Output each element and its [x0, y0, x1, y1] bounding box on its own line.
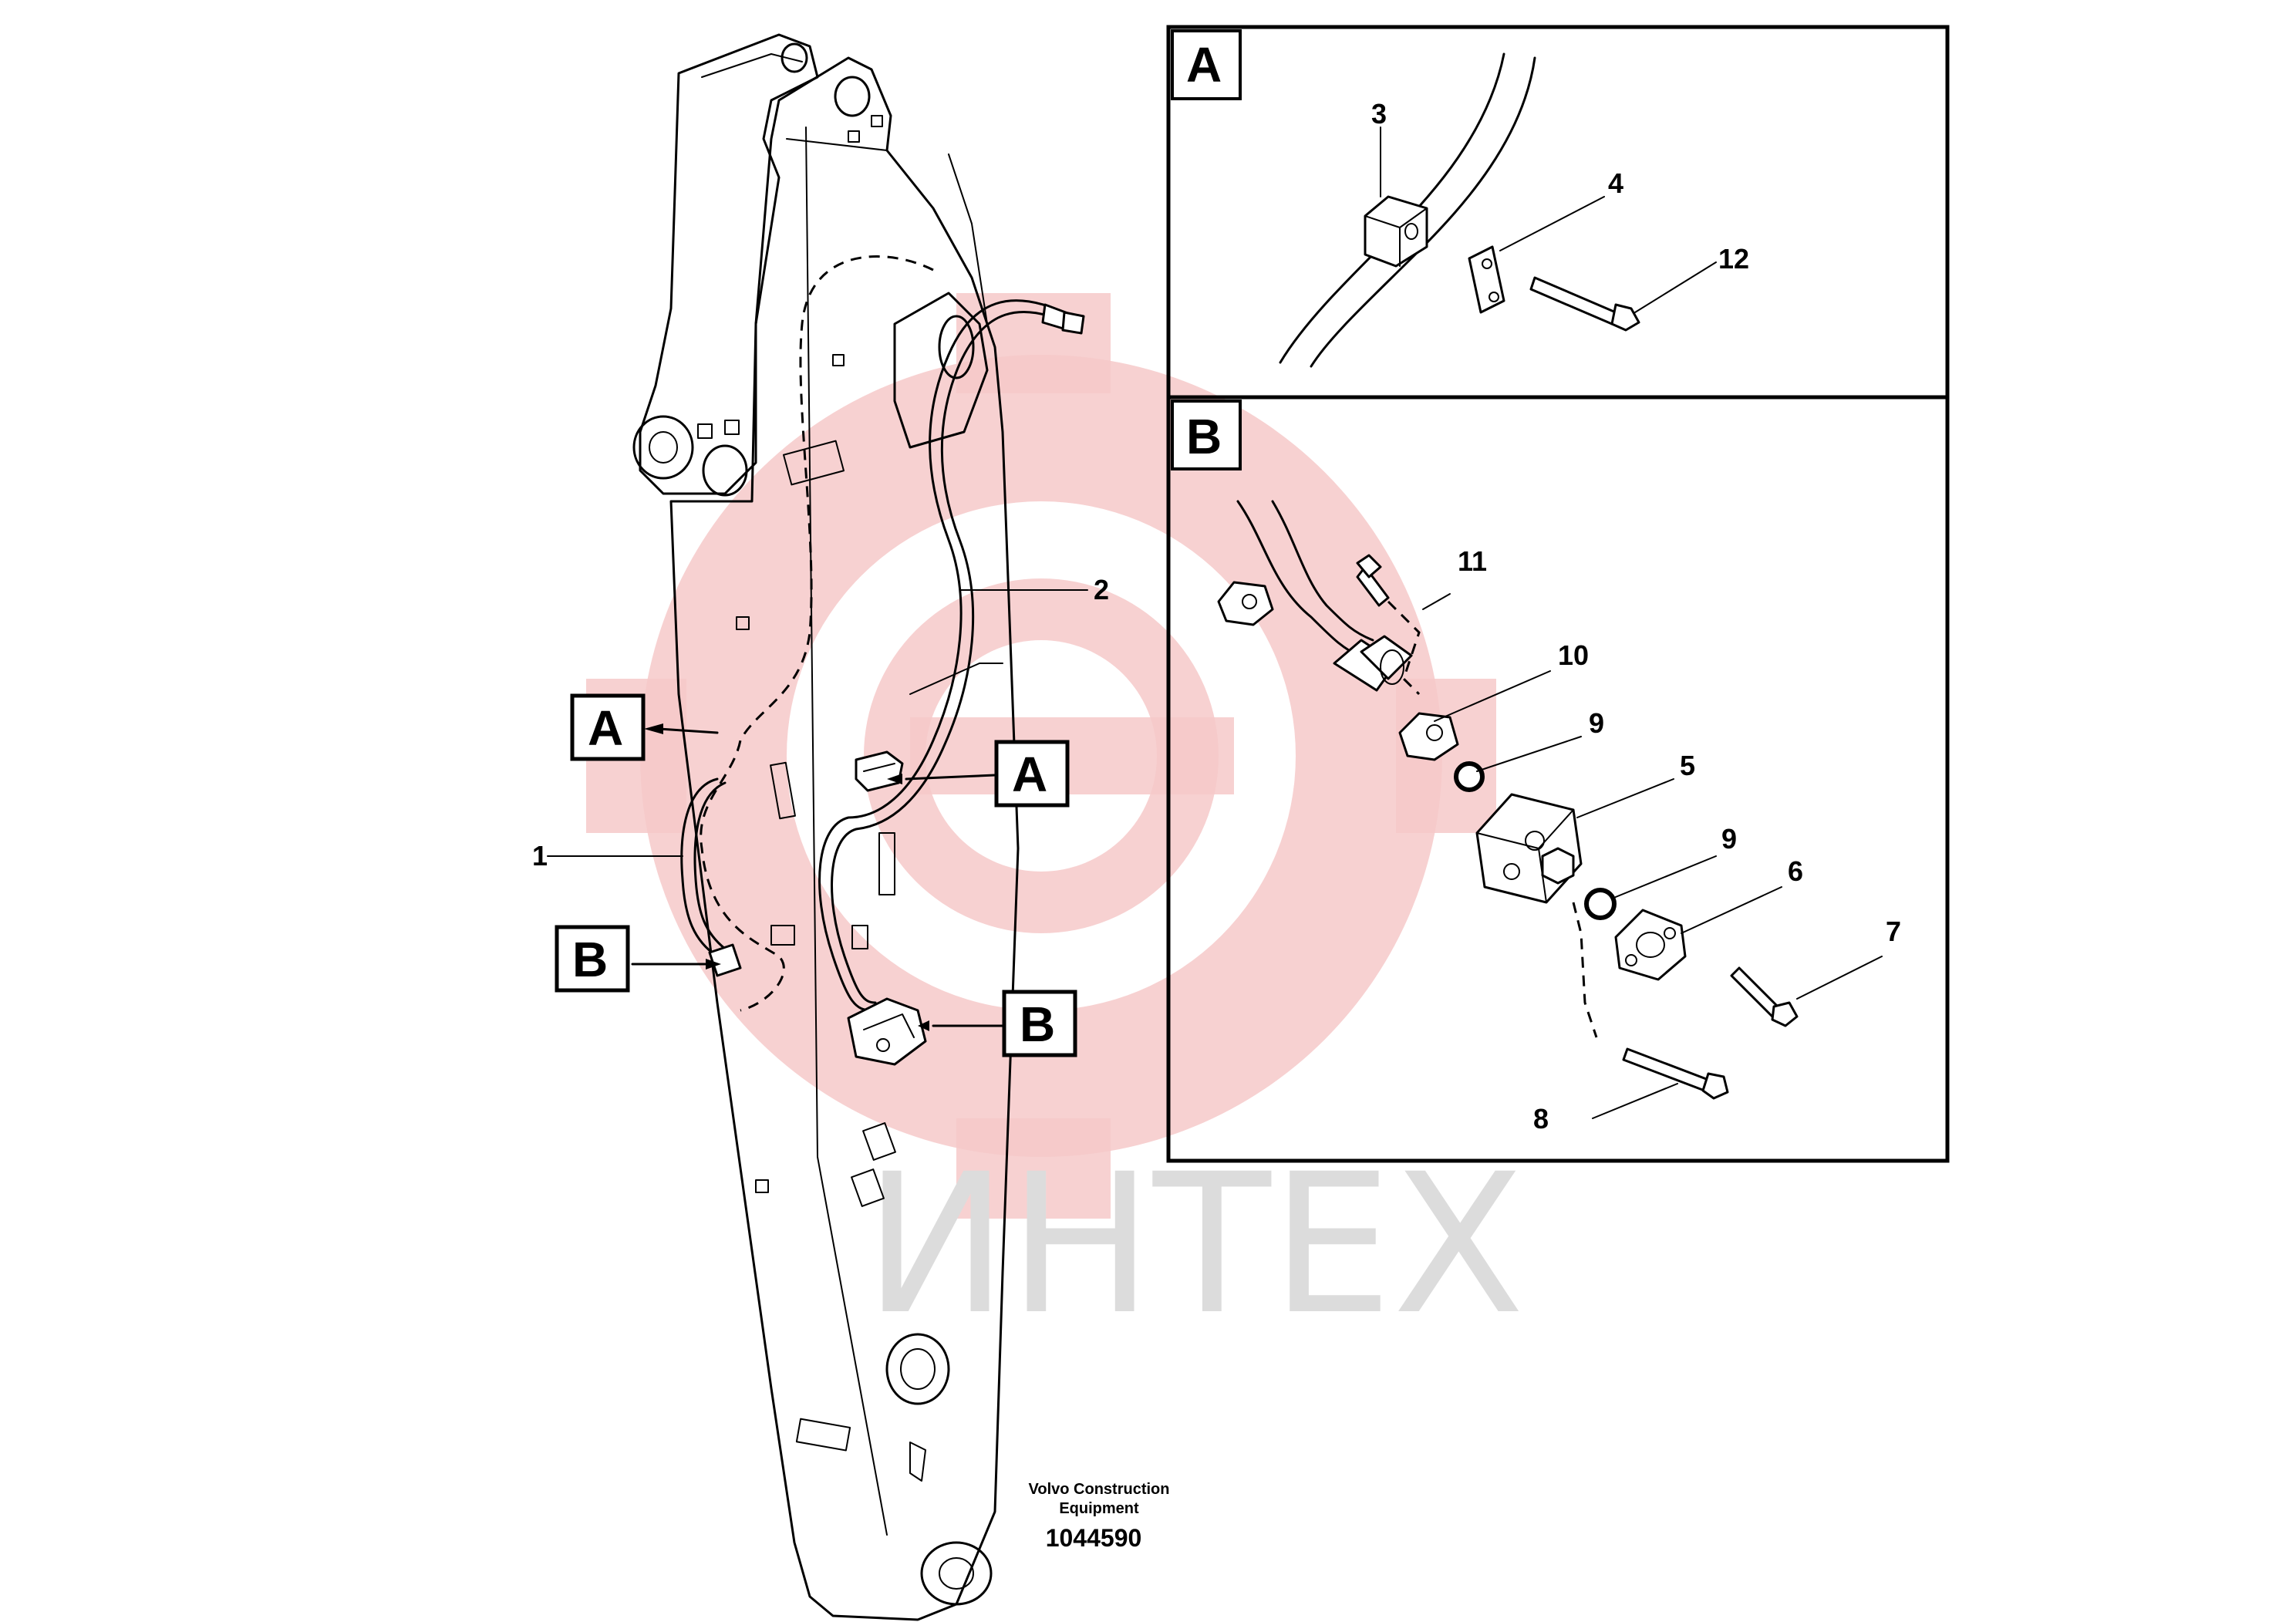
oring-part-9-lower: [1584, 888, 1617, 920]
block-part-5: [1475, 793, 1583, 904]
callout-9-lower: 9: [1721, 823, 1737, 855]
split-flange-half-loose: [1217, 581, 1274, 626]
detail-a-title: A: [1171, 29, 1242, 100]
leader-4: [1499, 196, 1605, 251]
section-label-b-right: B: [1002, 990, 1077, 1057]
leader-8: [1592, 1083, 1678, 1119]
section-label-b-left: B: [555, 925, 630, 993]
pointer-b-right: [918, 1020, 1004, 1031]
boom-drawing: [632, 33, 1020, 1621]
credit-line-1: Volvo Construction: [1029, 1481, 1170, 1498]
leader-6: [1681, 886, 1782, 934]
section-label-a-left: A: [570, 693, 646, 761]
watermark-text: ИНТЕХ: [864, 1132, 1525, 1357]
detail-panel: A B 3 4 12: [1166, 25, 1950, 1163]
callout-8: 8: [1533, 1103, 1549, 1135]
detail-b-title: B: [1171, 400, 1242, 470]
callout-7: 7: [1886, 916, 1901, 947]
leader-12: [1634, 261, 1717, 313]
leader-10: [1434, 670, 1551, 722]
credit-line-2: Equipment: [1059, 1500, 1139, 1517]
hose-2: [818, 299, 1085, 1012]
bolt-part-12: [1529, 276, 1640, 332]
section-label-a-right: A: [994, 740, 1070, 808]
callout-2: 2: [1094, 574, 1109, 605]
pointer-a-left: [644, 723, 719, 734]
clamp-a-on-boom: [855, 750, 904, 792]
bolt-part-8: [1572, 902, 1729, 1100]
callout-3: 3: [1371, 98, 1387, 130]
flange-part-6: [1614, 909, 1687, 981]
pointer-b-left: [631, 959, 721, 969]
svg-text:A: A: [588, 700, 623, 756]
clamp-part-3: [1364, 195, 1428, 268]
leader-11: [1422, 593, 1451, 610]
leader-5: [1576, 778, 1674, 818]
fitting-b-on-boom: [847, 997, 927, 1066]
svg-text:A: A: [1012, 747, 1047, 802]
callout-4: 4: [1608, 167, 1623, 199]
pointer-a-right: [887, 774, 996, 784]
callout-5: 5: [1680, 750, 1695, 781]
svg-text:B: B: [572, 932, 608, 987]
callout-1: 1: [532, 840, 548, 872]
callout-9-upper: 9: [1589, 707, 1604, 739]
document-number: 1044590: [1046, 1524, 1142, 1552]
leader-7: [1796, 956, 1883, 1000]
bolt-part-11: [1356, 554, 1421, 696]
bolt-part-7: [1730, 966, 1799, 1027]
svg-text:A: A: [1186, 37, 1222, 93]
callout-12: 12: [1718, 243, 1749, 275]
detail-b-hose: [1236, 500, 1374, 661]
svg-text:B: B: [1186, 409, 1222, 464]
svg-text:B: B: [1020, 996, 1055, 1052]
callout-10: 10: [1558, 639, 1589, 671]
fitting-b-left-on-boom: [708, 943, 742, 977]
hose-1: [680, 777, 727, 958]
oring-part-9-upper: [1454, 761, 1485, 792]
plate-part-4: [1468, 245, 1505, 314]
leader-9-upper: [1476, 736, 1582, 772]
callout-6: 6: [1788, 855, 1803, 887]
leader-9-lower: [1611, 855, 1717, 899]
hose-end-fitting: [1333, 635, 1413, 692]
callout-11: 11: [1458, 545, 1487, 577]
split-flange-part-10: [1398, 712, 1459, 761]
